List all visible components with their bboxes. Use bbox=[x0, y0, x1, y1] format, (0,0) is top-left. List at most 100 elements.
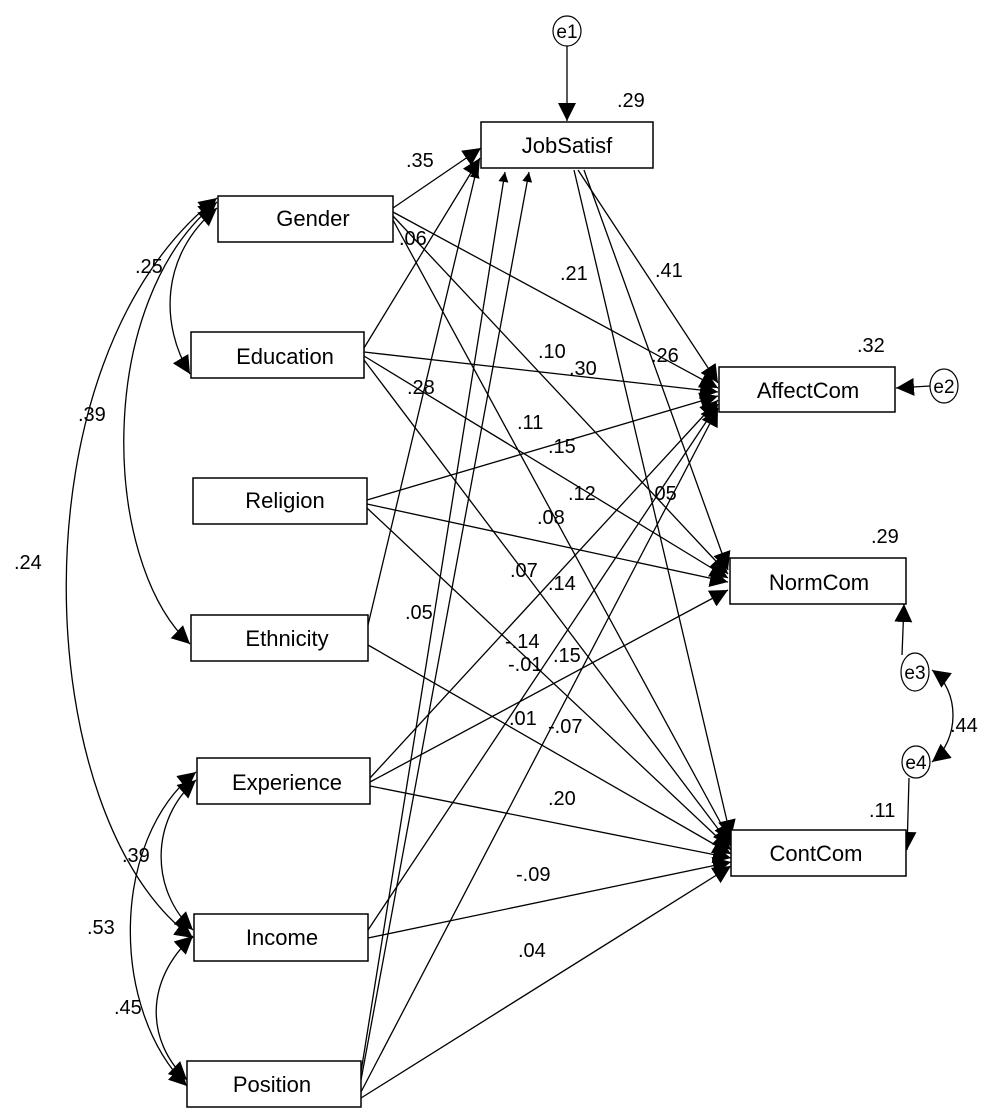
coef-m07: -.07 bbox=[548, 716, 582, 738]
node-gender: Gender bbox=[217, 195, 394, 243]
path-income-affect bbox=[367, 403, 719, 931]
coef-gender-job: .35 bbox=[406, 150, 434, 172]
coef-12: .12 bbox=[568, 483, 596, 505]
node-education: Education bbox=[190, 331, 365, 379]
path-experience-cont bbox=[369, 785, 732, 864]
r-squared-labels: .29 .32 .29 .11 bbox=[617, 90, 899, 822]
r2-affectcom: .32 bbox=[857, 335, 885, 357]
cov-label-income-position: .45 bbox=[114, 997, 142, 1019]
path-religion-cont bbox=[366, 507, 732, 851]
coef-job-affect: .41 bbox=[655, 260, 683, 282]
path-gender-norm bbox=[392, 215, 729, 575]
cov-e3-e4 bbox=[931, 669, 954, 763]
coef-education-job: .06 bbox=[399, 228, 427, 250]
covariance-labels: .25 .39 .24 .39 .53 .45 .44 bbox=[14, 256, 978, 1019]
path-education-norm bbox=[363, 355, 729, 579]
coef-job-norm: .26 bbox=[651, 345, 679, 367]
coef-15b: .15 bbox=[553, 645, 581, 667]
path-position-cont bbox=[360, 865, 732, 1099]
cov-label-experience-position: .53 bbox=[87, 917, 115, 939]
cov-income-position bbox=[155, 935, 194, 1081]
coef-experience-cont: .20 bbox=[548, 788, 576, 810]
node-label: Ethnicity bbox=[245, 626, 328, 651]
coef-05a: .05 bbox=[649, 483, 677, 505]
path-experience-norm bbox=[369, 589, 729, 783]
cov-gender-income bbox=[65, 197, 218, 939]
node-label: JobSatisf bbox=[522, 133, 613, 158]
path-education-cont bbox=[363, 359, 732, 847]
path-income-cont bbox=[367, 856, 732, 939]
cov-experience-position bbox=[129, 771, 197, 1087]
node-experience: Experience bbox=[196, 757, 371, 805]
coef-05b: .05 bbox=[405, 602, 433, 624]
path-gender-affect bbox=[392, 211, 719, 389]
coef-15: .15 bbox=[548, 436, 576, 458]
path-education-affect bbox=[363, 351, 719, 399]
path-position-affect bbox=[360, 407, 719, 1093]
error-label: e4 bbox=[905, 753, 927, 774]
covariance-curves bbox=[65, 197, 954, 1087]
coef-gender-norm: .10 bbox=[538, 341, 566, 363]
error-label: e2 bbox=[933, 377, 954, 398]
coef-07: .07 bbox=[510, 560, 538, 582]
cov-label-e3-e4: .44 bbox=[950, 715, 978, 737]
coef-gender-affect: .21 bbox=[560, 263, 588, 285]
path-education-job bbox=[363, 157, 481, 349]
coef-08: .08 bbox=[537, 507, 565, 529]
coef-m01: -.01 bbox=[508, 654, 542, 676]
node-label: Gender bbox=[276, 206, 349, 231]
cov-label-gender-ethnicity: .39 bbox=[78, 404, 106, 426]
node-jobsatisf: JobSatisf bbox=[480, 121, 654, 169]
cov-label-experience-income: .39 bbox=[122, 845, 150, 867]
node-income: Income bbox=[193, 913, 369, 962]
path-gender-cont bbox=[392, 219, 732, 843]
node-contcom: ContCom bbox=[730, 829, 907, 877]
path-experience-affect bbox=[369, 399, 719, 779]
node-label: Income bbox=[246, 925, 318, 950]
node-label: AffectCom bbox=[757, 378, 859, 403]
node-label: Position bbox=[233, 1072, 311, 1097]
node-ethnicity: Ethnicity bbox=[190, 614, 369, 662]
path-position-job-2 bbox=[360, 171, 533, 1081]
node-affectcom: AffectCom bbox=[718, 366, 896, 413]
path-e2-affect bbox=[895, 377, 931, 396]
directed-paths bbox=[360, 46, 931, 1099]
path-coefficient-labels: .35 .06 .21 .41 .10 .30 .26 .28 .11 .15 … bbox=[399, 150, 683, 962]
path-job-cont bbox=[573, 169, 736, 839]
coef-01: .01 bbox=[509, 708, 537, 730]
error-label: e1 bbox=[556, 22, 577, 43]
error-e4: e4 bbox=[901, 745, 931, 779]
node-religion: Religion bbox=[192, 477, 368, 525]
node-label: Religion bbox=[245, 488, 325, 513]
r2-contcom: .11 bbox=[869, 800, 895, 822]
path-religion-affect bbox=[366, 392, 719, 501]
node-label: NormCom bbox=[769, 570, 869, 595]
path-e4-cont bbox=[898, 777, 917, 851]
node-label: Education bbox=[236, 344, 334, 369]
path-ethnicity-cont bbox=[367, 644, 732, 855]
node-label: ContCom bbox=[770, 841, 863, 866]
coef-14: .14 bbox=[548, 573, 576, 595]
coef-position-cont: .04 bbox=[518, 940, 546, 962]
coef-11: .11 bbox=[517, 412, 543, 434]
path-position-job-1 bbox=[360, 171, 509, 1073]
error-label: e3 bbox=[904, 663, 925, 684]
path-ethnicity-job bbox=[367, 167, 480, 626]
path-e3-norm bbox=[894, 603, 913, 656]
error-e2: e2 bbox=[929, 368, 959, 404]
error-e3: e3 bbox=[900, 652, 930, 692]
coef-education-affect: .30 bbox=[569, 358, 597, 380]
cov-label-gender-education: .25 bbox=[135, 256, 163, 278]
path-job-affect bbox=[577, 169, 719, 384]
path-job-norm bbox=[583, 169, 731, 571]
coef-income-cont: -.09 bbox=[516, 864, 550, 886]
coef-m14: -.14 bbox=[505, 631, 539, 653]
node-normcom: NormCom bbox=[729, 557, 907, 605]
node-position: Position bbox=[186, 1060, 362, 1108]
r2-normcom: .29 bbox=[871, 526, 899, 548]
cov-label-gender-income: .24 bbox=[14, 552, 42, 574]
r2-jobsatisf: .29 bbox=[617, 90, 645, 112]
error-e1: e1 bbox=[552, 15, 582, 47]
node-label: Experience bbox=[232, 770, 342, 795]
